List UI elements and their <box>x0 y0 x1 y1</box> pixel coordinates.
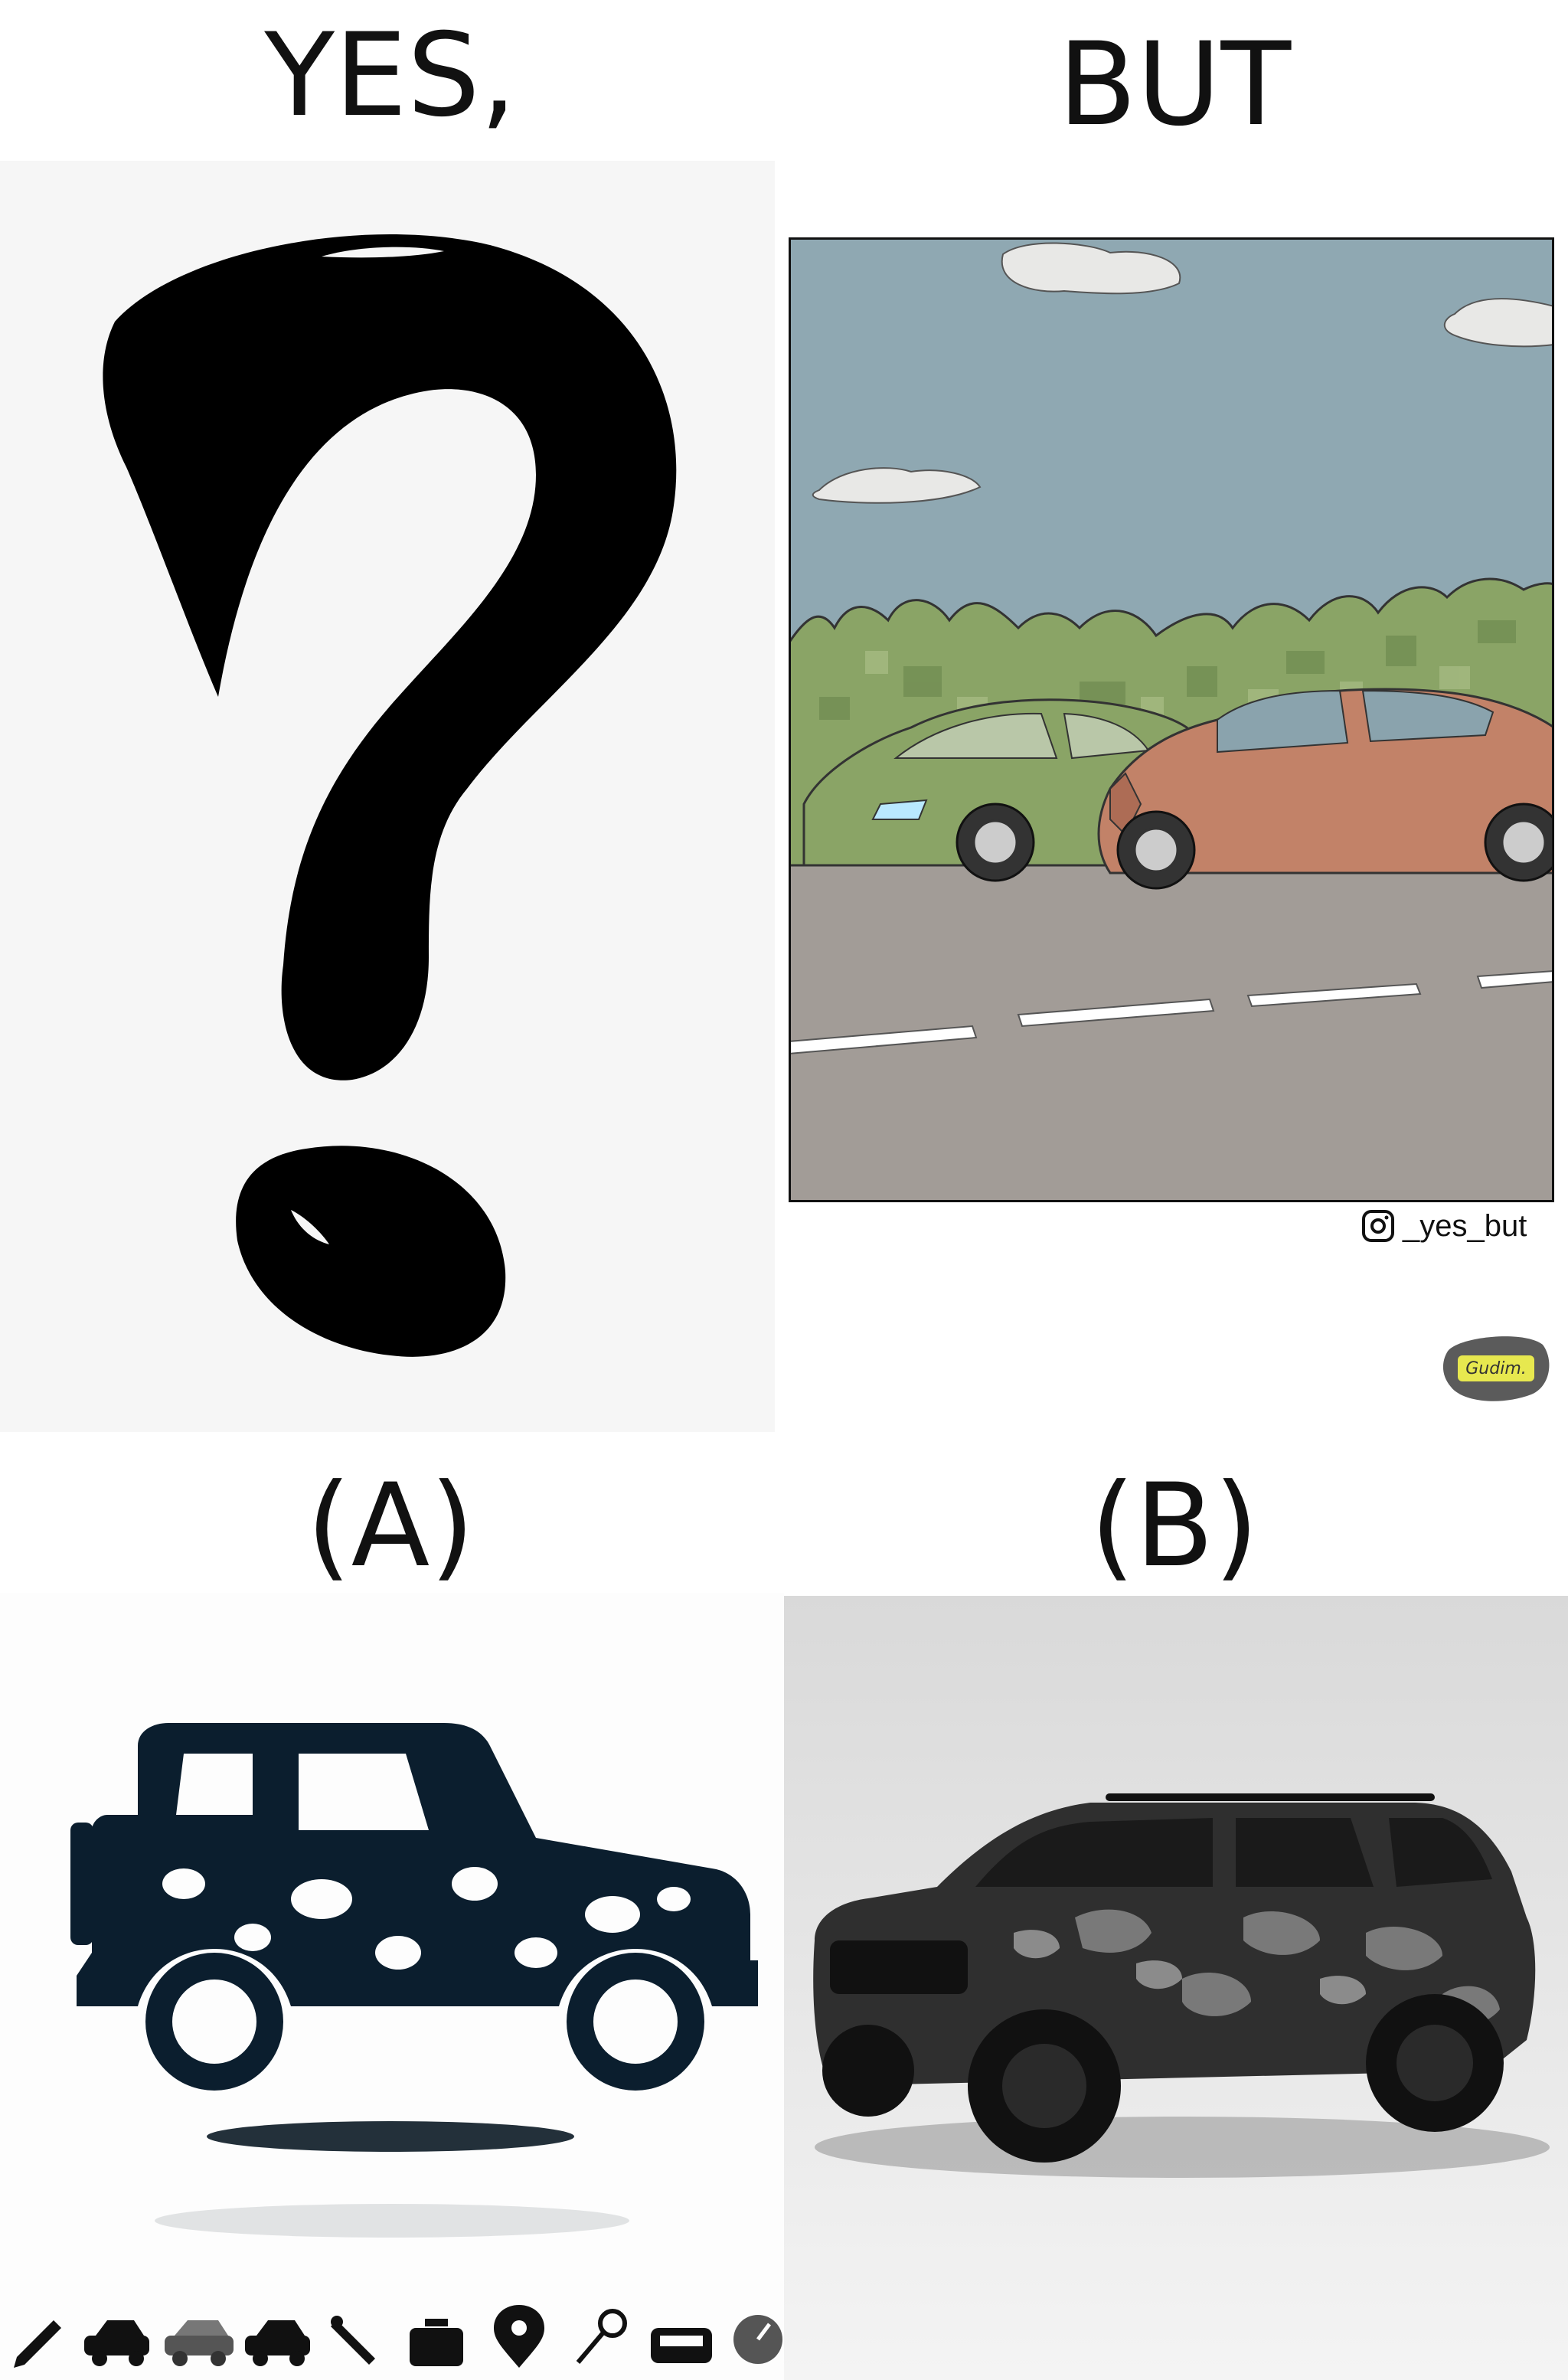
comic-credit: _yes_but <box>1361 1205 1527 1247</box>
option-b-image[interactable] <box>784 1596 1568 2380</box>
pen-icon <box>331 2316 375 2365</box>
location-pin-icon <box>494 2305 544 2368</box>
car-icon <box>84 2320 149 2366</box>
heading-but: BUT <box>1057 18 1292 152</box>
heading-option-b: (B) <box>1090 1460 1259 1593</box>
key-icon <box>576 2309 627 2364</box>
speedometer-icon <box>733 2315 782 2364</box>
pen-icon <box>14 2320 61 2368</box>
icon-strip <box>14 2305 782 2368</box>
question-mark-panel <box>0 161 775 1432</box>
credit-text: _yes_but <box>1403 1208 1527 1243</box>
instagram-icon <box>1362 1210 1394 1242</box>
heading-option-a: (A) <box>306 1460 475 1593</box>
camo-car-icon <box>165 2320 234 2366</box>
car-icon <box>245 2320 310 2366</box>
car-front-icon <box>651 2328 712 2363</box>
camo-suv-illustration <box>784 1596 1568 2380</box>
signature-text: Gudim. <box>1465 1359 1527 1378</box>
taxi-icon <box>410 2319 463 2366</box>
option-a-image[interactable] <box>0 1593 784 2380</box>
comic-panel <box>789 237 1554 1202</box>
jeep-icon <box>70 1723 758 2238</box>
question-mark-icon <box>103 234 677 1357</box>
comic-illustration <box>789 237 1554 1202</box>
signature-badge: Gudim. <box>1442 1336 1550 1401</box>
heading-yes: YES, <box>264 9 517 142</box>
